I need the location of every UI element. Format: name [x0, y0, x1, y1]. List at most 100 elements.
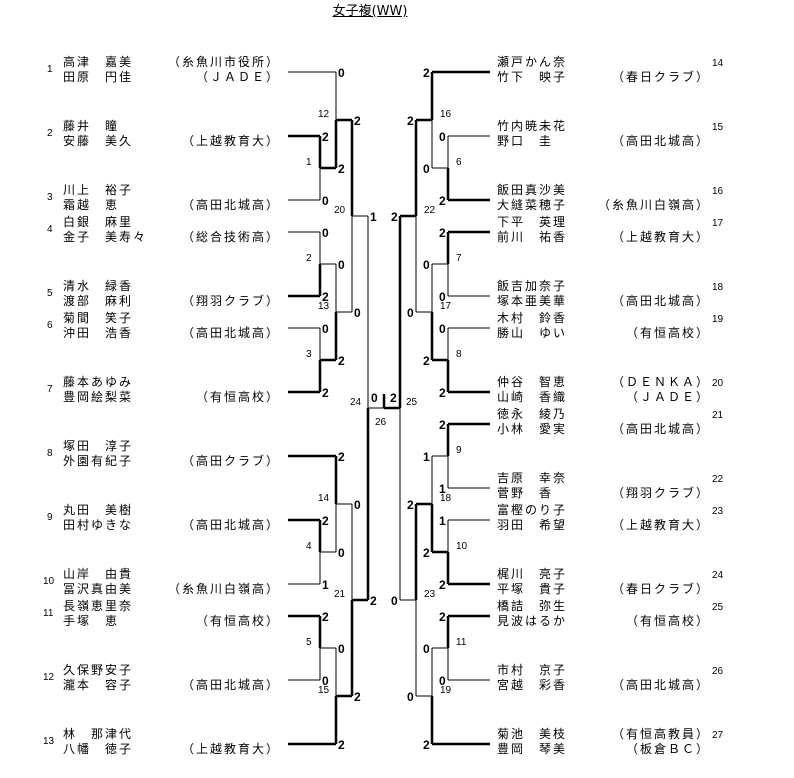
- entry-line: 八幡 徳子（上越教育大）: [63, 742, 280, 757]
- match-score: 2: [423, 66, 430, 80]
- entry-line: 霜越 恵（高田北城高）: [63, 198, 280, 213]
- match-score: 2: [322, 130, 329, 144]
- match-number: 25: [406, 397, 418, 408]
- player-team: （有恒高校）: [625, 614, 710, 628]
- entry-21: 徳永 綾乃小林 愛実（高田北城高）: [497, 407, 710, 437]
- entry-line: 羽田 希望（上越教育大）: [497, 518, 710, 533]
- player-name: 平塚 貴子: [497, 582, 568, 596]
- entry-line: 菅野 香（翔羽クラブ）: [497, 486, 710, 501]
- player-name: 羽田 希望: [497, 518, 568, 532]
- seed-number: 13: [43, 736, 55, 747]
- entry-line: 藤本あゆみ: [63, 375, 280, 390]
- match-number: 17: [440, 301, 452, 312]
- entry-25: 橋詰 弥生見波はるか（有恒高校）: [497, 599, 710, 629]
- match-score: 2: [439, 194, 446, 208]
- match-score: 0: [423, 642, 430, 656]
- entry-line: 下平 英理: [497, 215, 710, 230]
- player-name: 梶川 亮子: [497, 567, 568, 581]
- match-score: 2: [423, 738, 430, 752]
- player-name: 塚本亜美華: [497, 294, 568, 308]
- entry-line: 豊岡 琴美（板倉ＢＣ）: [497, 742, 710, 757]
- seed-number: 26: [712, 666, 724, 677]
- seed-number: 23: [712, 506, 724, 517]
- entry-line: 飯吉加奈子: [497, 279, 710, 294]
- match-number: 22: [424, 205, 436, 216]
- match-score: 1: [439, 482, 446, 496]
- entry-line: 飯田真沙美: [497, 183, 710, 198]
- match-score: 0: [439, 290, 446, 304]
- player-team: （板倉ＢＣ）: [625, 742, 710, 756]
- entry-24: 梶川 亮子平塚 貴子（春日クラブ）: [497, 567, 710, 597]
- player-team: （高田北城高）: [611, 134, 710, 148]
- match-score: 2: [338, 738, 345, 752]
- match-score: 2: [338, 162, 345, 176]
- player-name: 菅野 香: [497, 486, 554, 500]
- entry-line: 見波はるか（有恒高校）: [497, 614, 710, 629]
- seed-number: 1: [47, 64, 53, 75]
- player-team: （総合技術高）: [181, 230, 280, 244]
- entry-line: 白銀 麻里: [63, 215, 280, 230]
- entry-line: 沖田 浩香（高田北城高）: [63, 326, 280, 341]
- entry-line: 宮越 彩香（高田北城高）: [497, 678, 710, 693]
- entry-line: 富樫のり子: [497, 503, 710, 518]
- match-score: 0: [439, 130, 446, 144]
- seed-number: 19: [712, 314, 724, 325]
- seed-number: 3: [47, 192, 53, 203]
- match-number: 23: [424, 589, 436, 600]
- entry-line: 田原 円佳（ＪＡＤＥ）: [63, 70, 280, 85]
- match-score: 0: [322, 226, 329, 240]
- match-number: 10: [456, 541, 468, 552]
- player-team: （上越教育大）: [611, 230, 710, 244]
- match-number: 26: [375, 417, 387, 428]
- entry-line: 山崎 香織（ＪＡＤＥ）: [497, 390, 710, 405]
- match-number: 21: [334, 589, 346, 600]
- player-name: 飯吉加奈子: [497, 279, 568, 293]
- player-name: 菊間 笑子: [63, 311, 134, 325]
- entry-line: 高津 嘉美（糸魚川市役所）: [63, 55, 280, 70]
- entry-27: 菊池 美枝（有恒高教員）豊岡 琴美（板倉ＢＣ）: [497, 727, 710, 757]
- player-team: （翔羽クラブ）: [181, 294, 280, 308]
- entry-line: 清水 緑香: [63, 279, 280, 294]
- player-name: 金子 美寿々: [63, 230, 148, 244]
- match-score: 1: [423, 450, 430, 464]
- match-score: 2: [354, 114, 361, 128]
- match-score: 2: [407, 498, 414, 512]
- player-team: （有恒高校）: [625, 326, 710, 340]
- player-name: 富樫のり子: [497, 503, 568, 517]
- entry-line: 野口 圭（高田北城高）: [497, 134, 710, 149]
- player-team: （有恒高校）: [195, 390, 280, 404]
- seed-number: 22: [712, 474, 724, 485]
- player-name: 菊池 美枝: [497, 727, 568, 741]
- player-team: （高田北城高）: [181, 326, 280, 340]
- player-name: 前川 祐香: [497, 230, 568, 244]
- entry-line: 平塚 貴子（春日クラブ）: [497, 582, 710, 597]
- match-number: 19: [440, 685, 452, 696]
- player-name: 久保野安子: [63, 663, 134, 677]
- entry-line: 小林 愛実（高田北城高）: [497, 422, 710, 437]
- entry-3: 川上 裕子霜越 恵（高田北城高）: [63, 183, 280, 213]
- match-score: 0: [354, 498, 361, 512]
- entry-line: 金子 美寿々 （総合技術高）: [63, 230, 280, 245]
- entry-line: 瀬戸かん奈: [497, 55, 710, 70]
- seed-number: 24: [712, 570, 724, 581]
- match-score: 2: [407, 114, 414, 128]
- player-name: 白銀 麻里: [63, 215, 134, 229]
- player-team: （ＤＥＮＫＡ）: [611, 375, 710, 389]
- entry-line: 竹内暁未花: [497, 119, 710, 134]
- player-name: 下平 英理: [497, 215, 568, 229]
- match-score: 2: [338, 354, 345, 368]
- player-team: （高田クラブ）: [181, 454, 280, 468]
- player-name: 渡部 麻利: [63, 294, 134, 308]
- match-score: 2: [439, 226, 446, 240]
- entry-line: 梶川 亮子: [497, 567, 710, 582]
- player-team: （高田北城高）: [181, 678, 280, 692]
- entry-line: 丸田 美樹: [63, 503, 280, 518]
- player-name: 吉原 幸奈: [497, 471, 568, 485]
- player-name: 竹下 映子: [497, 70, 568, 84]
- entry-20: 仲谷 智恵（ＤＥＮＫＡ）山崎 香織（ＪＡＤＥ）: [497, 375, 710, 405]
- match-score: 0: [338, 258, 345, 272]
- match-number: 18: [440, 493, 452, 504]
- player-team: （糸魚川白嶺高）: [597, 198, 710, 212]
- entry-line: 久保野安子: [63, 663, 280, 678]
